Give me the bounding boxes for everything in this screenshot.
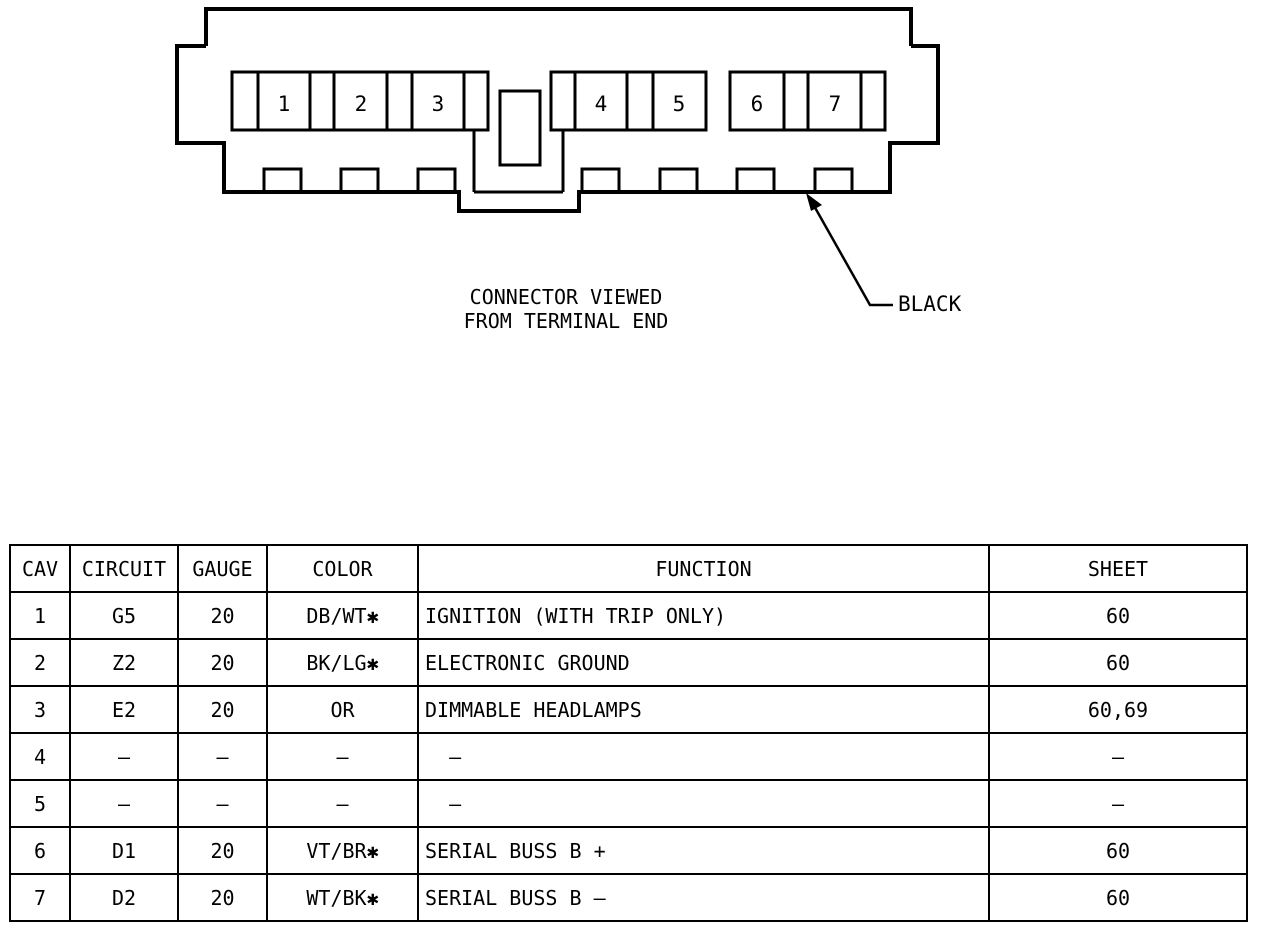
cell-sheet: — — [988, 732, 1248, 781]
table-row: 7 D2 20 WT/BK✱ SERIAL BUSS B — 60 — [9, 873, 1248, 922]
cell-cav: 1 — [9, 591, 71, 640]
cell-gauge: 20 — [177, 638, 268, 687]
cell-circuit: Z2 — [69, 638, 179, 687]
table-row: 5 — — — — — — [9, 779, 1248, 828]
cell-color: DB/WT✱ — [266, 591, 419, 640]
cavity-number-1: 1 — [278, 92, 291, 116]
table-row: 6 D1 20 VT/BR✱ SERIAL BUSS B + 60 — [9, 826, 1248, 875]
cell-cav: 5 — [9, 779, 71, 828]
table-row: 1 G5 20 DB/WT✱ IGNITION (WITH TRIP ONLY)… — [9, 591, 1248, 640]
cavity-number-7: 7 — [829, 92, 842, 116]
cell-cav: 2 — [9, 638, 71, 687]
cell-color: WT/BK✱ — [266, 873, 419, 922]
cell-sheet: 60 — [988, 591, 1248, 640]
cell-function: IGNITION (WITH TRIP ONLY) — [417, 591, 990, 640]
view-caption-line1: CONNECTOR VIEWED — [470, 285, 663, 309]
cell-function: SERIAL BUSS B — — [417, 873, 990, 922]
view-caption-line2: FROM TERMINAL END — [464, 309, 669, 333]
header-function: FUNCTION — [417, 544, 990, 593]
cell-circuit: — — [69, 732, 179, 781]
cavity-number-3: 3 — [432, 92, 445, 116]
cell-color: — — [266, 732, 419, 781]
cell-gauge: 20 — [177, 685, 268, 734]
cell-sheet: 60,69 — [988, 685, 1248, 734]
connector-key — [472, 89, 565, 194]
cavity-number-2: 2 — [355, 92, 368, 116]
cell-sheet: 60 — [988, 638, 1248, 687]
cell-color: BK/LG✱ — [266, 638, 419, 687]
connector-color-label: BLACK — [898, 292, 962, 316]
cell-circuit: G5 — [69, 591, 179, 640]
cell-gauge: 20 — [177, 873, 268, 922]
cell-circuit: D2 — [69, 873, 179, 922]
table-row: 3 E2 20 OR DIMMABLE HEADLAMPS 60,69 — [9, 685, 1248, 734]
table-row: 2 Z2 20 BK/LG✱ ELECTRONIC GROUND 60 — [9, 638, 1248, 687]
cell-gauge: 20 — [177, 826, 268, 875]
cell-cav: 7 — [9, 873, 71, 922]
black-leader-arrow — [806, 193, 893, 307]
cell-cav: 6 — [9, 826, 71, 875]
header-gauge: GAUGE — [177, 544, 268, 593]
connector-housing — [175, 7, 940, 213]
header-sheet: SHEET — [988, 544, 1248, 593]
cell-function: — — [417, 779, 990, 828]
cell-cav: 4 — [9, 732, 71, 781]
cell-function: DIMMABLE HEADLAMPS — [417, 685, 990, 734]
cell-color: VT/BR✱ — [266, 826, 419, 875]
table-header-row: CAV CIRCUIT GAUGE COLOR FUNCTION SHEET — [9, 544, 1248, 593]
cell-function: SERIAL BUSS B + — [417, 826, 990, 875]
cavity-row — [230, 70, 887, 132]
pinout-table: CAV CIRCUIT GAUGE COLOR FUNCTION SHEET 1… — [9, 544, 1248, 922]
cell-cav: 3 — [9, 685, 71, 734]
cell-circuit: — — [69, 779, 179, 828]
latch-tabs — [262, 167, 854, 194]
cavity-number-4: 4 — [595, 92, 608, 116]
header-circuit: CIRCUIT — [69, 544, 179, 593]
cavity-number-6: 6 — [751, 92, 764, 116]
cavity-numbers: 1 2 3 4 5 6 7 — [278, 92, 842, 116]
cell-sheet: — — [988, 779, 1248, 828]
cell-sheet: 60 — [988, 826, 1248, 875]
table-row: 4 — — — — — — [9, 732, 1248, 781]
cell-circuit: E2 — [69, 685, 179, 734]
cell-function: ELECTRONIC GROUND — [417, 638, 990, 687]
cell-color: OR — [266, 685, 419, 734]
header-cav: CAV — [9, 544, 71, 593]
header-color: COLOR — [266, 544, 419, 593]
cell-circuit: D1 — [69, 826, 179, 875]
cavity-number-5: 5 — [673, 92, 686, 116]
cell-gauge: 20 — [177, 591, 268, 640]
cell-color: — — [266, 779, 419, 828]
cell-sheet: 60 — [988, 873, 1248, 922]
cell-gauge: — — [177, 732, 268, 781]
cell-gauge: — — [177, 779, 268, 828]
cell-function: — — [417, 732, 990, 781]
